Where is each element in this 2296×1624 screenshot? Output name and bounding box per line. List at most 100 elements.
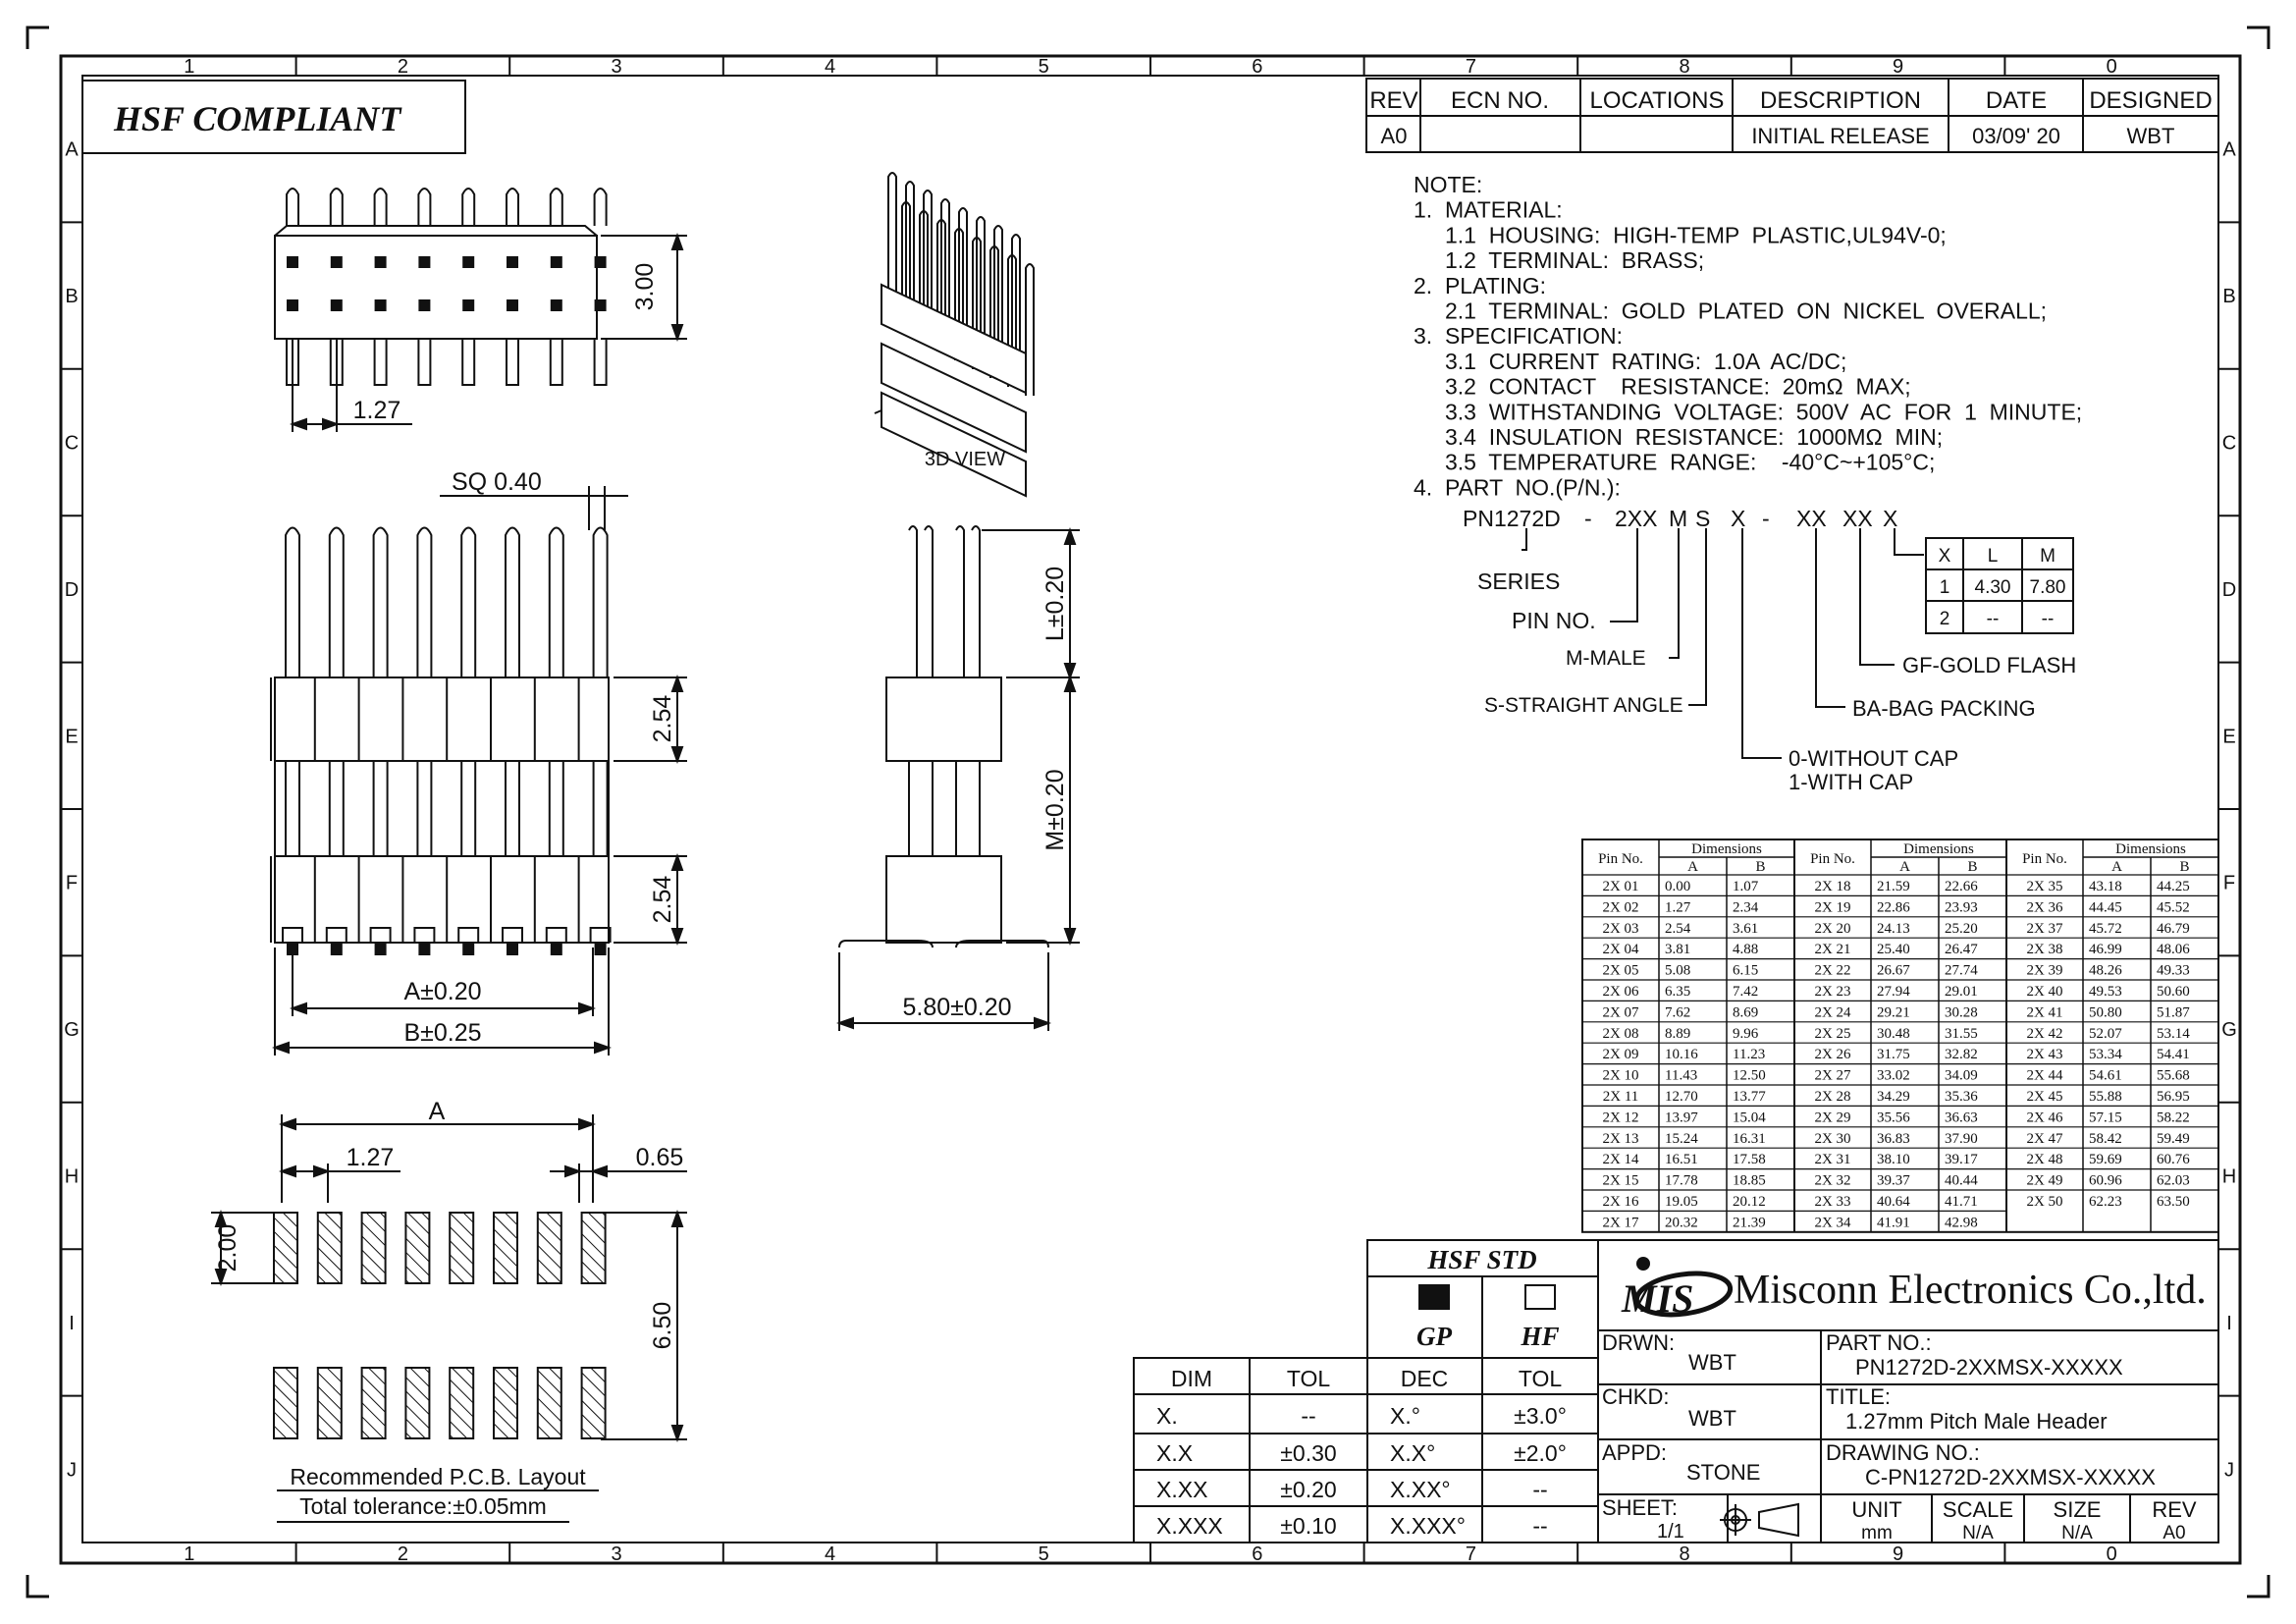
top-pin-square [287, 299, 298, 311]
pcb-pitch-dimension: 1.27 [347, 1144, 395, 1171]
tolerance-table [1133, 1357, 1368, 1543]
dim-b-cell: 13.77 [1733, 1089, 1766, 1105]
pcb-pad-top [404, 1212, 431, 1284]
dim-a-cell: 54.61 [2089, 1068, 2122, 1084]
rev-footer-value: A0 [2163, 1523, 2185, 1543]
top-pin-tail [461, 339, 476, 386]
pn-pin-no: PIN NO. [1512, 608, 1596, 633]
revision-table-text: REV ECN NO. LOCATIONS DESCRIPTION DATE D… [1369, 87, 2212, 148]
dim-pin-header: Pin No. [1810, 851, 1855, 867]
top-pin-square [594, 256, 607, 268]
dim-b-cell: 2.34 [1733, 899, 1759, 915]
pcb-pad-bottom [449, 1367, 475, 1439]
note-line: 1. MATERIAL: [1414, 197, 1563, 223]
frame-row-label-right: E [2222, 726, 2235, 747]
front-view-pins [270, 526, 612, 955]
xlm-header: X [1939, 546, 1951, 567]
top-pin-square [462, 256, 475, 268]
dim-a-cell: 46.99 [2089, 942, 2122, 957]
dim-a-cell: 58.42 [2089, 1131, 2122, 1147]
pcb-pad-bottom [536, 1367, 562, 1439]
pn-token: PN1272D [1463, 506, 1561, 531]
dim-b-cell: 30.28 [1945, 1004, 1978, 1020]
front-pin-mid [416, 761, 433, 856]
dim-pin-cell: 2X 04 [1602, 942, 1639, 957]
front-pin [505, 526, 520, 677]
pcb-pad-top [580, 1212, 607, 1284]
dim-pin-cell: 2X 12 [1602, 1110, 1638, 1125]
top-pin-square [550, 256, 562, 268]
frame-col-label-top: 5 [1039, 56, 1049, 78]
unit-value: mm [1861, 1523, 1893, 1543]
frame-row-label-left: A [65, 139, 79, 161]
rev-label: REV [2152, 1497, 2197, 1522]
part-number-leaders [1522, 528, 1924, 759]
dim-a-cell: 30.48 [1877, 1026, 1910, 1042]
front-view [270, 486, 687, 1056]
dim-pin-cell: 2X 22 [1814, 963, 1850, 979]
frame-row-label-left: G [64, 1019, 80, 1041]
frame-col-label-bottom: 3 [611, 1543, 621, 1565]
title-block-text: DRWN: WBT CHKD: WBT APPD: STONE PART NO.… [1602, 1330, 2156, 1543]
locations-header: LOCATIONS [1590, 87, 1725, 114]
pcb-a-dimension: A [429, 1098, 446, 1125]
dim-b-cell: 8.69 [1733, 1004, 1758, 1020]
dim-pin-cell: 2X 39 [2026, 963, 2062, 979]
top-pin-tail [549, 339, 563, 386]
title-value: 1.27mm Pitch Male Header [1845, 1409, 2108, 1434]
pn-cap-1: 1-WITH CAP [1789, 770, 1913, 794]
front-pin-mid [548, 761, 564, 856]
dim-a-cell: 24.13 [1877, 921, 1910, 937]
dim-a-cell: 2.54 [1665, 921, 1691, 937]
size-label: SIZE [2054, 1497, 2102, 1522]
note-line: 2.1 TERMINAL: GOLD PLATED ON NICKEL OVER… [1414, 298, 2047, 324]
tol-tol-cell: ±0.10 [1280, 1513, 1336, 1539]
frame-row-label-right: G [2221, 1019, 2237, 1041]
dim-pin-cell: 2X 30 [1814, 1131, 1850, 1147]
pcb-pad-top [273, 1212, 298, 1284]
pcb-pad-top [449, 1212, 475, 1284]
pcb-pad-bottom [404, 1367, 431, 1439]
dim-b-cell: 7.42 [1733, 984, 1758, 1000]
frame-col-label-top: 3 [611, 56, 621, 78]
dim-a-cell: 15.24 [1665, 1131, 1698, 1147]
note-line: 3.5 TEMPERATURE RANGE: -40°C~+105°C; [1414, 450, 1935, 475]
frame-col-label-top: 6 [1252, 56, 1262, 78]
front-pin [592, 526, 609, 677]
dim-pin-cell: 2X 36 [2026, 899, 2063, 915]
housing-height-dimension-2: 2.54 [649, 876, 676, 924]
front-pin-square [418, 944, 431, 955]
frame-col-label-bottom: 1 [184, 1543, 194, 1565]
front-pin-square [374, 944, 387, 955]
dim-a-cell: 53.34 [2089, 1047, 2122, 1062]
dim-a-cell: 36.83 [1877, 1131, 1910, 1147]
dim-b-cell: 39.17 [1945, 1152, 1978, 1167]
title-block-footer: UNIT mm SCALE N/A SIZE N/A REV A0 [1851, 1497, 2197, 1543]
hsf-dec-cell: X.X° [1390, 1440, 1435, 1466]
dim-b-cell: 54.41 [2157, 1047, 2190, 1062]
dim-b-cell: 62.03 [2157, 1173, 2190, 1189]
dim-pin-header: Pin No. [1598, 851, 1643, 867]
a-dimension: A±0.20 [403, 978, 481, 1005]
chkd-value: WBT [1688, 1406, 1736, 1431]
top-pin [373, 188, 388, 226]
dim-pin-cell: 2X 28 [1814, 1089, 1850, 1105]
frame-col-label-top: 7 [1466, 56, 1476, 78]
top-pin-square [374, 299, 387, 311]
pcb-caption: Recommended P.C.B. Layout [290, 1464, 586, 1489]
frame-row-label-right: B [2222, 286, 2235, 307]
hsf-std-title: HSF STD [1426, 1245, 1536, 1274]
hsf-std-table [1366, 1239, 1599, 1543]
dim-a-cell: 34.29 [1877, 1089, 1910, 1105]
rev-header: REV [1369, 87, 1417, 114]
dim-pin-cell: 2X 11 [1603, 1089, 1639, 1105]
iso-pin [958, 207, 968, 350]
dim-pin-cell: 2X 05 [1602, 963, 1638, 979]
drwn-value: WBT [1688, 1350, 1736, 1375]
note-line: 2. PLATING: [1414, 273, 1546, 298]
appd-value: STONE [1686, 1460, 1760, 1485]
